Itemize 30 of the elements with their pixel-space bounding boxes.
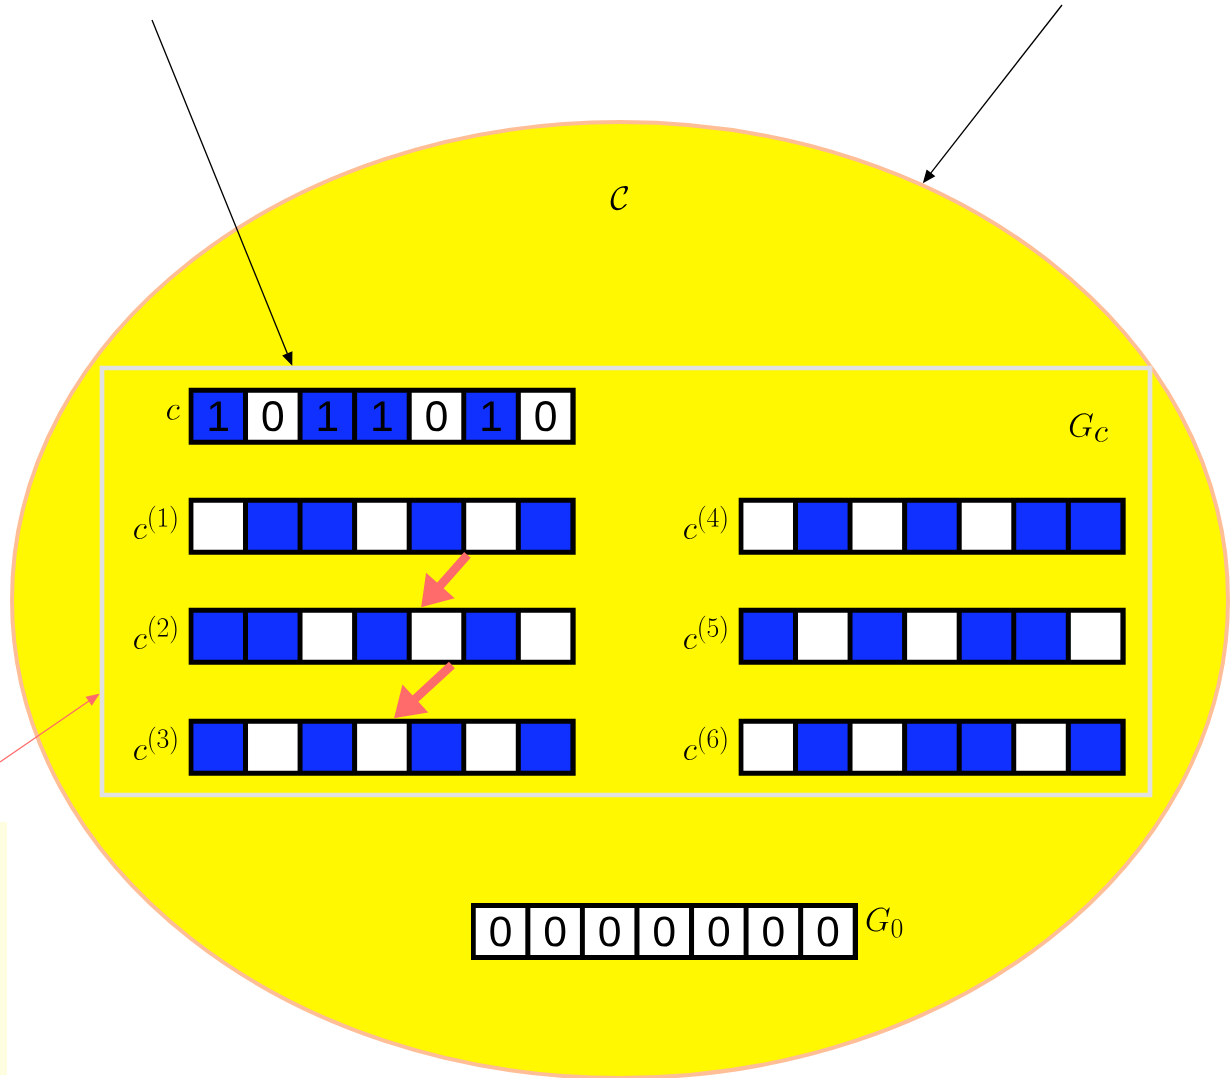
row-label: $c^{(6)}$ — [684, 726, 727, 760]
bit-cell: 0 — [803, 908, 853, 955]
row-label: $c^{(1)}$ — [134, 505, 177, 539]
bit-string — [471, 903, 858, 960]
bit-cell: 1 — [302, 392, 353, 440]
bit-cell: 0 — [411, 392, 462, 440]
row-label: $c^{(4)}$ — [684, 505, 727, 539]
bit-cell: 0 — [248, 392, 298, 440]
row-label: $c^{(2)}$ — [134, 615, 177, 649]
bit-cell: 0 — [584, 908, 635, 955]
bit-cell: 0 — [530, 908, 580, 955]
bit-string — [738, 607, 1126, 665]
row-label: $c$ — [167, 404, 180, 420]
bit-string — [188, 497, 576, 555]
bit-string — [188, 387, 576, 445]
bit-cell: 0 — [639, 908, 689, 955]
bit-string — [738, 497, 1126, 555]
bit-cell: 0 — [520, 392, 571, 440]
bit-string — [188, 607, 576, 665]
bit-string — [738, 718, 1126, 776]
bit-cell: 0 — [748, 908, 799, 955]
bit-string — [188, 718, 576, 776]
bit-cell: 1 — [193, 392, 243, 440]
bit-cell: 1 — [357, 392, 407, 440]
row-label: $G_0$ — [866, 907, 903, 938]
bit-cell: 0 — [475, 908, 526, 955]
bit-cell: 1 — [466, 392, 516, 440]
bit-cell: 0 — [694, 908, 744, 955]
row-label: $c^{(5)}$ — [684, 615, 727, 649]
row-label: $c^{(3)}$ — [134, 726, 177, 760]
